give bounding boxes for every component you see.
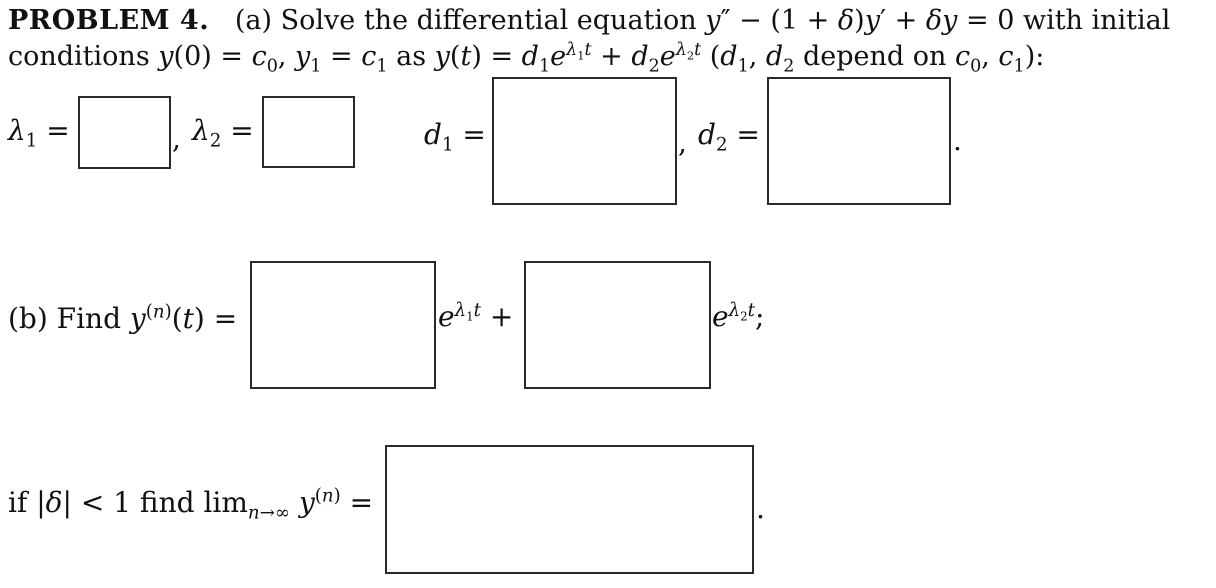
- limit-label: if |δ| < 1 find limn→∞ y(n) =: [8, 485, 374, 524]
- comma: ,: [172, 122, 181, 155]
- part-b-label: (b) Find y(n)(t) =: [8, 301, 238, 335]
- exp-lambda2-term: eλ2t;: [712, 299, 765, 333]
- lambda2-label: λ2 =: [192, 114, 254, 152]
- limit-answer-box[interactable]: [385, 445, 754, 574]
- lambda1-label: λ1 =: [8, 114, 70, 152]
- d1-answer-box[interactable]: [492, 77, 677, 205]
- lambda1-answer-box[interactable]: [78, 96, 171, 169]
- problem-line-2: conditions y(0) = c0, y1 = c1 as y(t) = …: [8, 40, 1045, 77]
- period: .: [756, 492, 765, 525]
- problem-statement-part1: (a) Solve the differential equation y″ −…: [217, 5, 1171, 36]
- part-b-coef2-box[interactable]: [524, 261, 711, 389]
- d1-label: d1 =: [424, 118, 486, 156]
- period: .: [953, 124, 962, 157]
- problem-heading: PROBLEM 4.: [8, 5, 210, 36]
- d2-answer-box[interactable]: [767, 77, 951, 205]
- lambda2-answer-box[interactable]: [262, 96, 355, 168]
- comma: ,: [678, 126, 687, 159]
- exp-lambda1-term: eλ1t +: [438, 299, 514, 333]
- problem-line-1: PROBLEM 4. (a) Solve the differential eq…: [8, 4, 1170, 38]
- d2-label: d2 =: [698, 118, 760, 156]
- part-b-coef1-box[interactable]: [250, 261, 436, 389]
